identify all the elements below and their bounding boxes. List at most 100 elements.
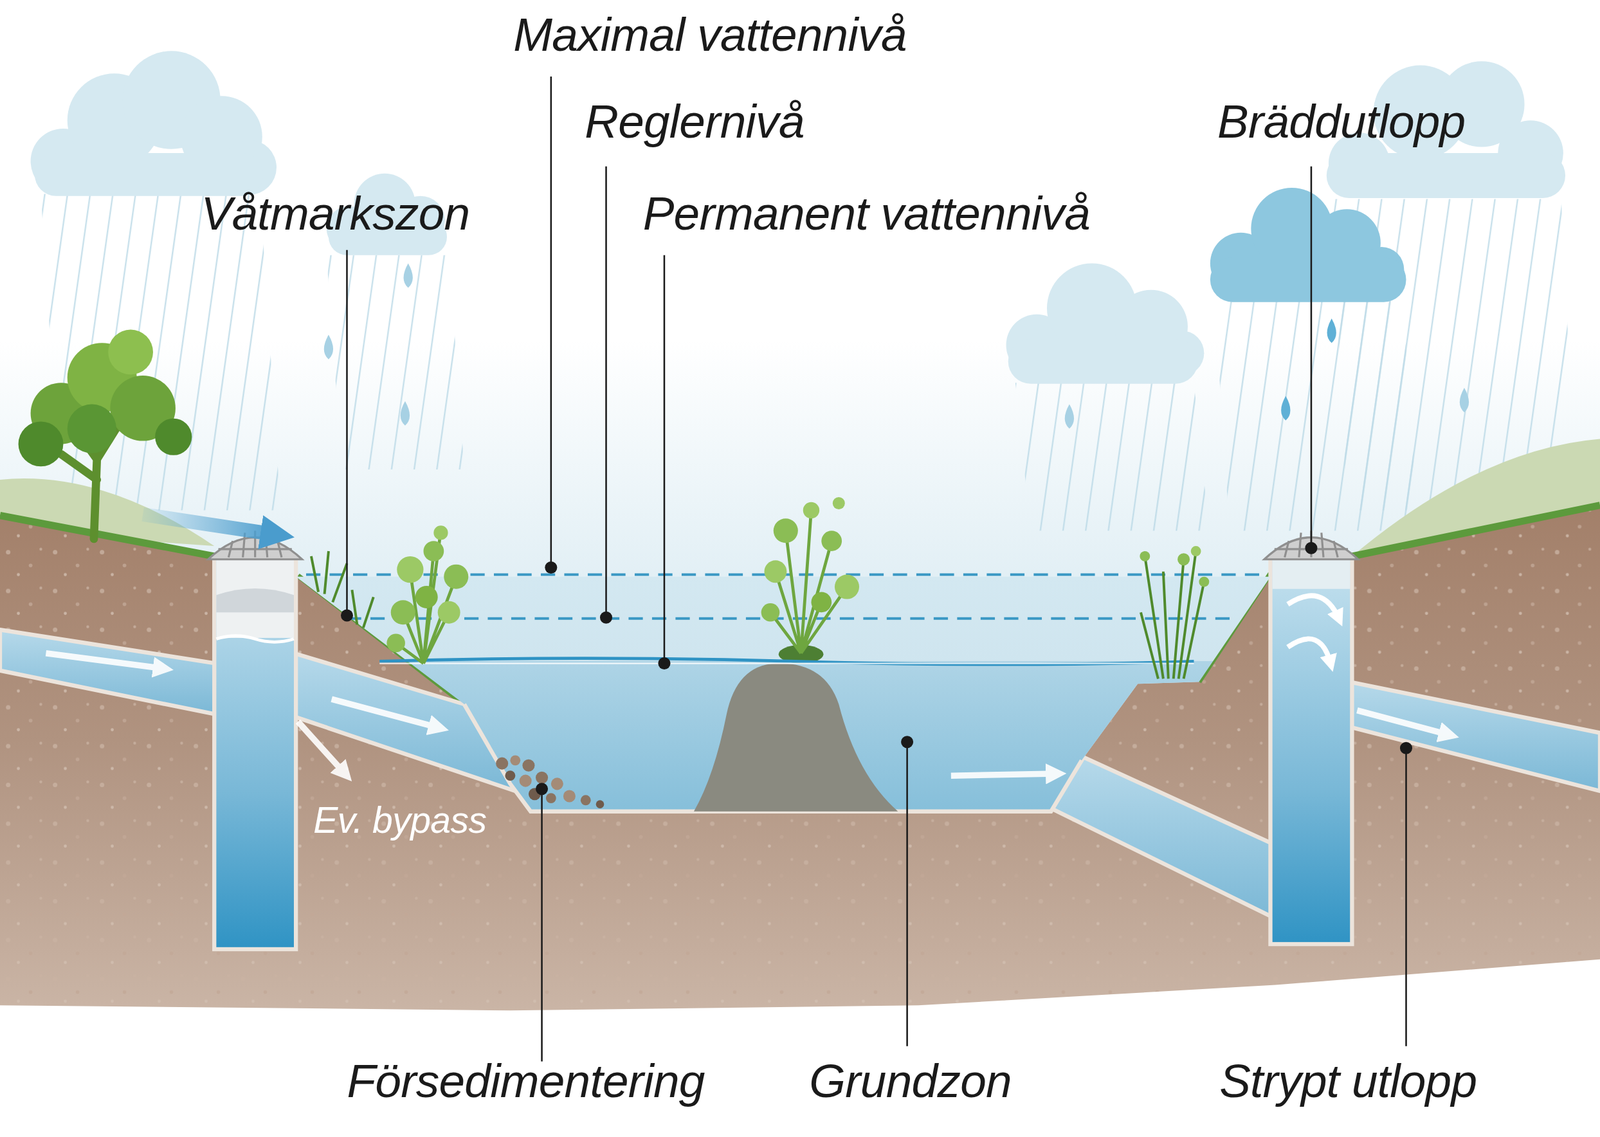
rain xyxy=(40,194,1577,532)
inlet-pipe xyxy=(0,629,217,715)
leader-lines xyxy=(346,76,1406,1062)
leader-dot xyxy=(900,735,914,748)
reed-tip xyxy=(1139,551,1150,562)
stone xyxy=(519,774,532,788)
leaf xyxy=(396,556,424,583)
island xyxy=(693,663,898,811)
flow-arrow xyxy=(45,653,163,669)
cloud xyxy=(1006,263,1205,384)
leader-dot xyxy=(1400,742,1413,755)
leader-dot xyxy=(544,561,557,574)
reed-tip xyxy=(1198,576,1210,588)
drop xyxy=(324,335,334,360)
callout-label: Permanent vattennivå xyxy=(643,189,1091,237)
flow-arrow xyxy=(331,699,440,728)
drop xyxy=(400,401,410,426)
pond-water xyxy=(295,576,1271,812)
reed-stems xyxy=(1140,551,1204,679)
leader-line xyxy=(550,76,553,568)
drop xyxy=(403,263,413,288)
surface-runoff-arrow xyxy=(142,514,278,536)
flow-arrows xyxy=(45,653,1449,776)
outlet-shaft xyxy=(1270,556,1352,945)
callout-label: Ev. bypass xyxy=(313,801,487,839)
leaf xyxy=(803,502,820,519)
cloud xyxy=(1210,187,1407,303)
leaf xyxy=(761,603,781,622)
stone xyxy=(504,770,516,781)
leader-line xyxy=(605,166,608,618)
leader-line xyxy=(345,250,348,616)
water-highlight xyxy=(379,662,1194,664)
cloud xyxy=(30,50,277,196)
callout-label: Bräddutlopp xyxy=(1217,97,1466,145)
leader-dot xyxy=(657,657,671,670)
cloud-part xyxy=(1210,257,1407,303)
stone xyxy=(535,771,548,784)
control-level-line xyxy=(346,617,1230,620)
outlet-pipe xyxy=(1349,681,1600,791)
grass-edge xyxy=(1351,505,1600,557)
island-plant xyxy=(761,497,860,654)
flow-arrow xyxy=(1356,710,1449,736)
leaf xyxy=(832,497,846,510)
leader-line xyxy=(906,742,909,1047)
cloud-part xyxy=(1326,153,1566,199)
inlet-shaft xyxy=(214,556,296,950)
leaf xyxy=(810,592,832,613)
leaf xyxy=(386,634,406,653)
leaves xyxy=(154,418,192,456)
callout-label: Grundzon xyxy=(809,1057,1012,1105)
grass-tuft xyxy=(311,551,374,628)
stone xyxy=(580,794,591,806)
leaf xyxy=(443,564,469,590)
leader-dot xyxy=(340,609,354,622)
callout-label: Försedimentering xyxy=(346,1057,705,1105)
reed-tip xyxy=(1190,545,1202,557)
callout-label: Strypt utlopp xyxy=(1219,1057,1477,1105)
stone xyxy=(522,759,535,772)
overflow-arrow xyxy=(1287,638,1331,664)
leaves xyxy=(108,329,154,375)
leader-dot xyxy=(535,782,548,795)
stone xyxy=(596,800,605,809)
leader-line xyxy=(1310,166,1313,549)
reeds xyxy=(1139,545,1210,679)
flow-arrow xyxy=(951,773,1056,776)
callout-label: Maximal vattennivå xyxy=(513,10,907,58)
stone xyxy=(563,789,576,802)
leader-line xyxy=(663,255,666,664)
drop xyxy=(1281,396,1291,421)
leaf xyxy=(433,525,448,540)
leaves xyxy=(67,403,117,453)
outlet-pipe xyxy=(1050,757,1276,919)
callout-label: Reglernivå xyxy=(584,97,805,145)
wetland-plants xyxy=(311,525,469,664)
permanent-level-line xyxy=(379,658,1194,665)
leaf xyxy=(415,585,438,609)
stone xyxy=(551,777,564,790)
leader-dot xyxy=(1304,542,1318,555)
ground xyxy=(0,505,1600,1011)
callout-label: Våtmarkszon xyxy=(201,189,471,237)
stems xyxy=(770,510,847,654)
drop xyxy=(1064,403,1074,429)
bypass-arrow xyxy=(297,721,345,774)
sediment xyxy=(495,754,604,809)
leaf xyxy=(390,600,416,625)
stone xyxy=(545,792,557,804)
leaf xyxy=(834,574,860,600)
stone xyxy=(509,754,521,766)
rain-drops xyxy=(1281,318,1337,421)
leaf xyxy=(821,530,842,552)
cloud-part xyxy=(1008,338,1199,384)
leaf xyxy=(437,601,461,624)
rain-drops xyxy=(324,263,1469,429)
stone xyxy=(495,757,509,770)
shaft-shadow xyxy=(216,588,294,613)
leader-line xyxy=(1405,747,1408,1046)
